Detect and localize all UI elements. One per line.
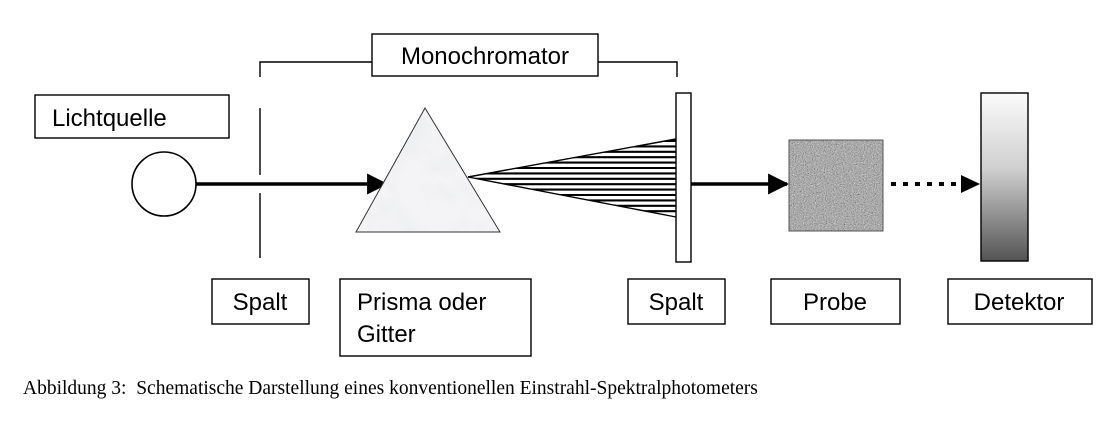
sample-label-box: [770, 278, 901, 325]
dispersion-fan: [467, 138, 677, 218]
sample-label: Probe: [803, 289, 867, 316]
transmitted-beam-arrowhead: [961, 175, 980, 193]
slit-in-label: Spalt: [233, 289, 288, 316]
prism-label-box: [339, 278, 532, 357]
detector-label: Detektor: [974, 289, 1065, 316]
light-source-label-box: [34, 94, 230, 139]
prism-label-line2: Gitter: [357, 321, 416, 348]
sample-cuvette: [788, 139, 884, 232]
slit-out-label-box: [627, 278, 726, 325]
prism: [355, 107, 501, 233]
exit-slit: [675, 92, 692, 263]
figure-caption: Abbildung 3: Schematische Darstellung ei…: [23, 378, 758, 399]
light-source-lamp: [131, 151, 197, 217]
monochromator-label: Monochromator: [401, 43, 569, 70]
light-source-label: Lichtquelle: [52, 105, 167, 132]
monochromator-label-box: [371, 33, 599, 77]
slit-out-label: Spalt: [649, 289, 704, 316]
prism-label-line1: Prisma oder: [357, 289, 486, 316]
slit-in-label-box: [211, 278, 310, 325]
detector-label-box: [947, 278, 1093, 325]
monochromator-bracket: [259, 61, 678, 77]
detector: [980, 92, 1029, 262]
